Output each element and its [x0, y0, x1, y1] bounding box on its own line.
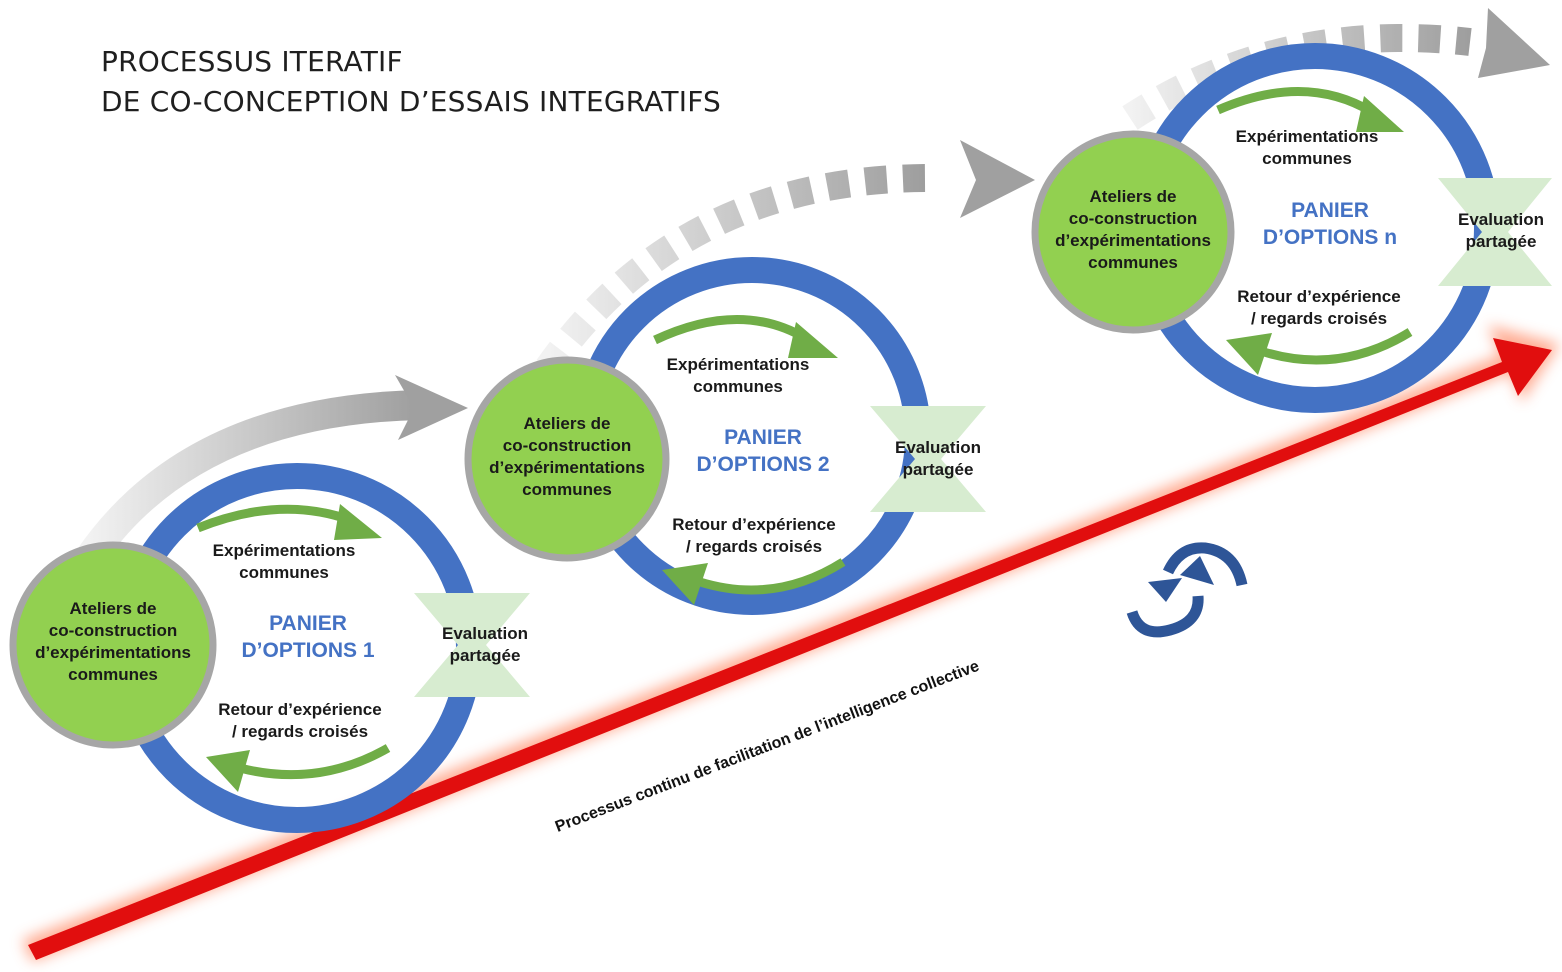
grey-dashed-arrow-2	[1122, 8, 1550, 130]
cycle-1-workshop-circle	[9, 541, 217, 749]
cycle-n-green-arrow-bottom	[1226, 328, 1413, 375]
diagram-title-line-1: PROCESSUS ITERATIF	[101, 45, 403, 78]
circular-arrows-icon	[1126, 542, 1248, 638]
cycle-1-feedback-label: Retour d’expérience/ regards croisés	[218, 700, 382, 741]
cycle-1-green-arrow-top	[196, 504, 382, 540]
diagram-title-line-2: DE CO-CONCEPTION D’ESSAIS INTEGRATIFS	[101, 85, 721, 118]
cycle-1-hourglass	[414, 593, 530, 697]
grey-dashed-arrow-1	[536, 140, 1035, 377]
cycle-2-green-arrow-top	[653, 315, 838, 358]
cycle-2-feedback-label: Retour d’expérience/ regards croisés	[672, 515, 836, 556]
cycle-n-feedback-label: Retour d’expérience/ regards croisés	[1237, 287, 1401, 328]
red-timeline-arrow	[22, 325, 1560, 962]
cycle-2-workshop-circle	[464, 356, 670, 562]
cycle-n-green-arrow-top	[1216, 87, 1404, 132]
cycle-1-green-arrow-bottom	[206, 744, 391, 792]
grey-solid-arrow	[75, 375, 468, 569]
cycle-2-hourglass	[870, 406, 986, 512]
cycle-n-hourglass	[1438, 178, 1552, 286]
cycle-2-green-arrow-bottom	[662, 558, 846, 605]
cycle-n-workshop-circle	[1031, 130, 1235, 334]
